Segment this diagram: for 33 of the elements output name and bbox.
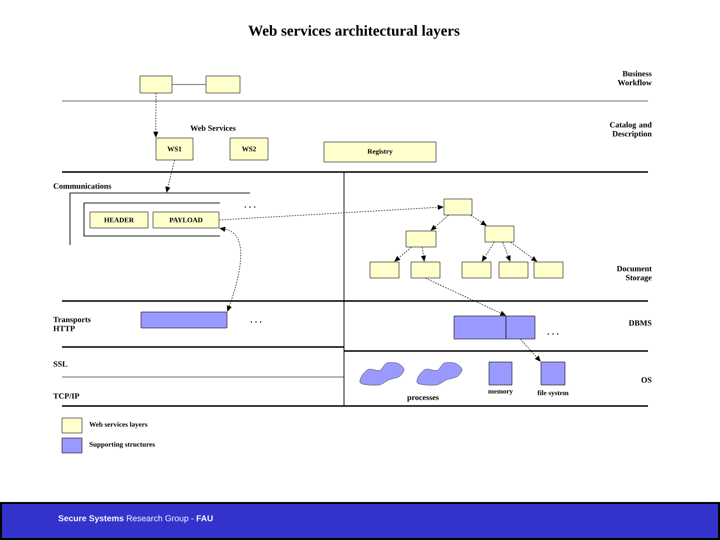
box	[140, 312, 228, 328]
group-heading: Web Services	[190, 125, 236, 131]
ellipsis: . . .	[250, 321, 262, 323]
blob-shape	[416, 362, 462, 386]
box	[410, 262, 440, 278]
box	[406, 230, 436, 248]
layer-label: Business Workflow	[618, 70, 652, 86]
blob-shape	[360, 362, 404, 386]
title: Web services architectural layers	[248, 25, 460, 39]
arrow	[430, 214, 449, 231]
ellipsis: . . .	[244, 206, 256, 208]
layer-label: SSL	[54, 361, 68, 367]
layer-label: Transports HTTP	[53, 316, 91, 332]
frame	[84, 202, 220, 236]
caption-text: processes	[407, 396, 439, 402]
layer-label: TCP/IP	[53, 393, 80, 399]
box	[454, 316, 506, 340]
box	[534, 262, 564, 278]
box	[140, 76, 172, 94]
layer-label: DBMS	[628, 320, 652, 326]
box	[484, 226, 514, 242]
ellipsis: . . .	[548, 333, 558, 335]
footer-bar: Secure Systems Research Group - FAU	[0, 502, 720, 540]
layer-label: Document Storage	[616, 266, 652, 282]
box	[498, 262, 528, 278]
box	[444, 198, 472, 216]
connector-line	[172, 84, 206, 85]
box	[206, 76, 240, 94]
box	[370, 262, 400, 278]
layer-label: OS	[642, 377, 652, 383]
box	[506, 316, 536, 340]
layer-label: Catalog and Description	[610, 122, 652, 138]
box	[462, 262, 492, 278]
